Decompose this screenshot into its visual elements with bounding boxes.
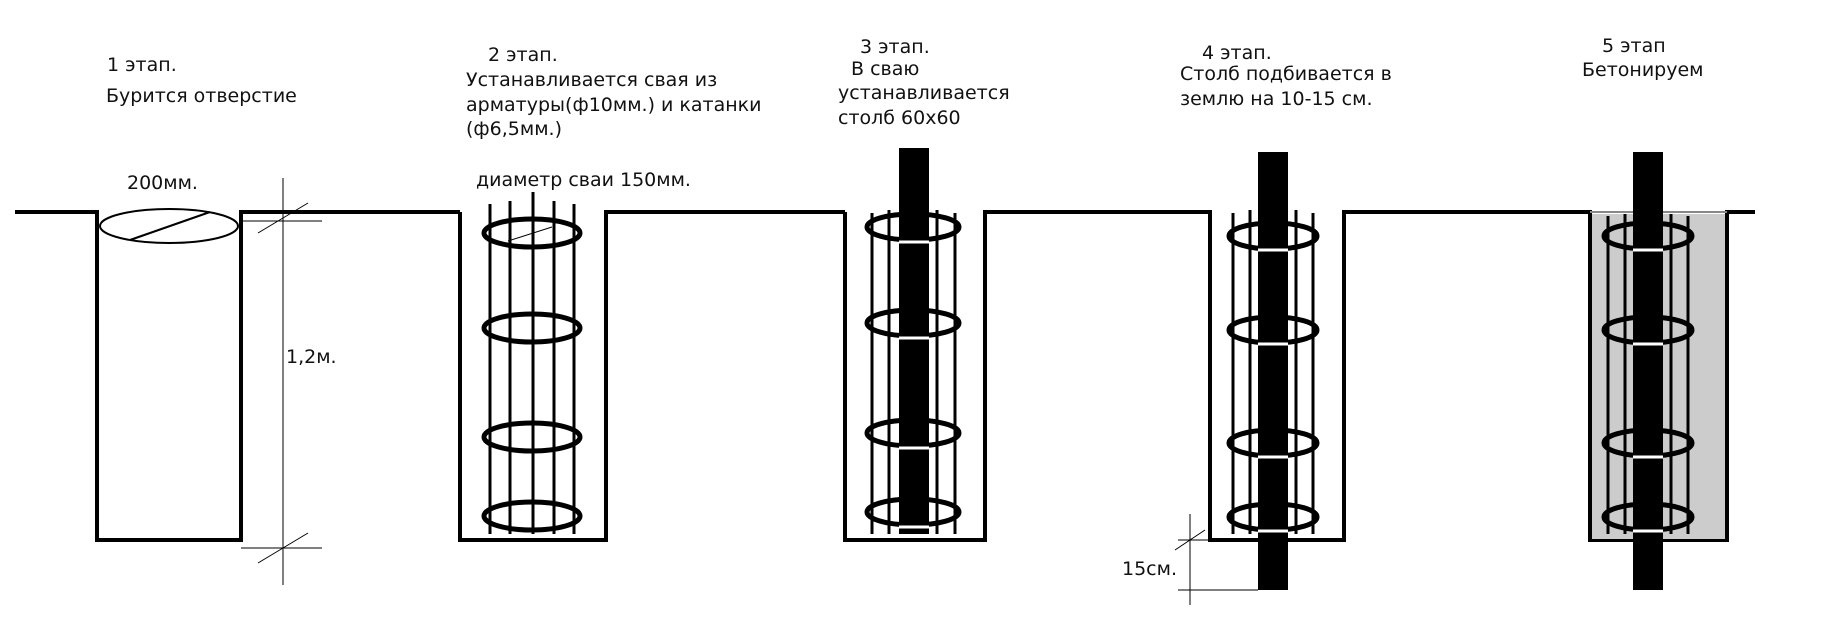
- stage-2-desc-line-1: Устанавливается свая из: [466, 69, 718, 91]
- drive-depth-tick-top: [1174, 529, 1206, 551]
- stage-1-desc: Бурится отверстие: [106, 85, 297, 107]
- stage-5-title: 5 этап: [1602, 35, 1666, 57]
- stage-3-desc-line-3: столб 60х60: [838, 107, 961, 129]
- stage-2-title: 2 этап.: [488, 44, 558, 66]
- stage-2-rebar-cage: [481, 192, 583, 534]
- depth-tick-top: [257, 202, 309, 234]
- concreted-post: [1633, 152, 1663, 590]
- pile-diameter-line: [507, 226, 553, 242]
- stage-1-hole: [99, 178, 322, 585]
- stage-3-cage-with-post: [864, 148, 962, 534]
- drive-depth-label: 15см.: [1122, 558, 1177, 580]
- stage-3-title: 3 этап.: [860, 36, 930, 58]
- stage-5-desc: Бетонируем: [1582, 59, 1704, 81]
- stage-2-desc-line-3: (ф6,5мм.): [466, 118, 562, 140]
- stage-4-driven-post: [1174, 152, 1320, 605]
- stage-3-desc-line-2: устанавливается: [838, 82, 1010, 104]
- depth-label: 1,2м.: [286, 346, 337, 368]
- stage-4-title: 4 этап.: [1202, 42, 1272, 64]
- pile-diameter-label: диаметр сваи 150мм.: [476, 169, 691, 191]
- stage-3-desc-line-1: В сваю: [851, 58, 920, 80]
- stage-1-title: 1 этап.: [107, 54, 177, 76]
- ground-line: [15, 210, 1755, 542]
- stage-2-ring: [481, 311, 583, 345]
- stage-2-desc-line-2: арматуры(ф10мм.) и катанки: [466, 94, 762, 116]
- post-60x60: [899, 148, 929, 534]
- stage-4-desc-line-1: Столб подбивается в: [1180, 63, 1392, 85]
- stage-5-concreted-post: [1590, 152, 1727, 590]
- stage-2-ring: [481, 499, 583, 533]
- hole-diameter-label: 200мм.: [127, 172, 198, 194]
- hole-opening-ellipse: [99, 208, 239, 244]
- driven-post: [1258, 152, 1288, 590]
- hole-diameter-line: [129, 211, 211, 241]
- stage-2-ring: [481, 216, 583, 250]
- stage-4-desc-line-2: землю на 10-15 см.: [1180, 88, 1373, 110]
- stage-2-ring: [481, 420, 583, 454]
